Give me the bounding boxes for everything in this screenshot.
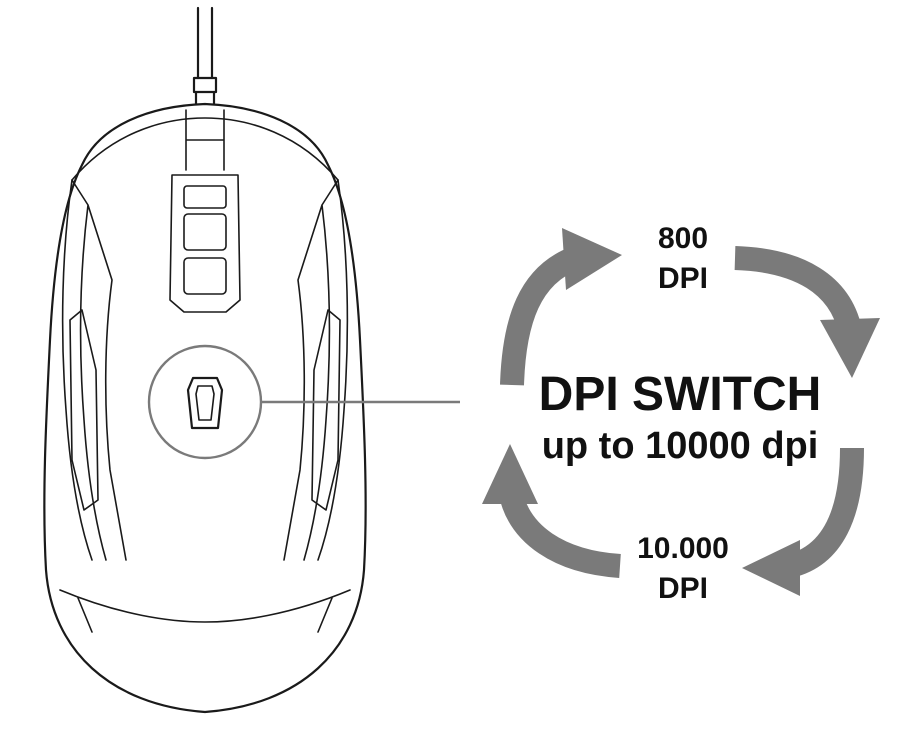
center-subtitle: up to 10000 dpi xyxy=(542,425,819,467)
cycle-arrow-head-bottom-right xyxy=(742,540,800,596)
dpi-button-callout-circle xyxy=(147,344,263,460)
left-side-panel xyxy=(61,179,127,561)
scroll-wheel-middle xyxy=(183,213,227,251)
cycle-arrow-top-left xyxy=(500,246,580,386)
cycle-arrow-head-top-right xyxy=(820,318,880,378)
cable-strain-relief xyxy=(192,76,218,106)
palm-seam xyxy=(59,589,351,633)
mouse-illustration xyxy=(43,6,460,714)
mouse-cable xyxy=(196,6,214,80)
dpi-button-inner xyxy=(195,385,215,421)
cycle-arrow-bottom-left xyxy=(498,487,621,578)
cycle-arrow-bottom-right xyxy=(786,447,864,578)
bottom-dpi-unit: DPI xyxy=(658,572,708,605)
button-divider xyxy=(185,109,225,171)
cycle-arrow-head-top-left xyxy=(562,228,622,290)
left-grip xyxy=(69,309,99,511)
cycle-arrow-head-bottom-left xyxy=(482,444,538,504)
upper-shell-seam xyxy=(71,117,339,181)
scroll-wheel-bottom xyxy=(183,257,227,295)
dpi-button xyxy=(186,376,224,430)
scroll-wheel-top xyxy=(183,185,227,209)
right-grip xyxy=(311,309,341,511)
scroll-housing xyxy=(169,174,241,313)
mouse-body-outline xyxy=(43,102,367,714)
bottom-dpi-value: 10.000 xyxy=(637,532,729,565)
cycle-arrow-top-right xyxy=(734,246,862,334)
top-dpi-value: 800 xyxy=(658,222,708,255)
top-dpi-unit: DPI xyxy=(658,262,708,295)
cycle-arrows xyxy=(482,228,880,596)
center-title: DPI SWITCH xyxy=(539,368,822,421)
